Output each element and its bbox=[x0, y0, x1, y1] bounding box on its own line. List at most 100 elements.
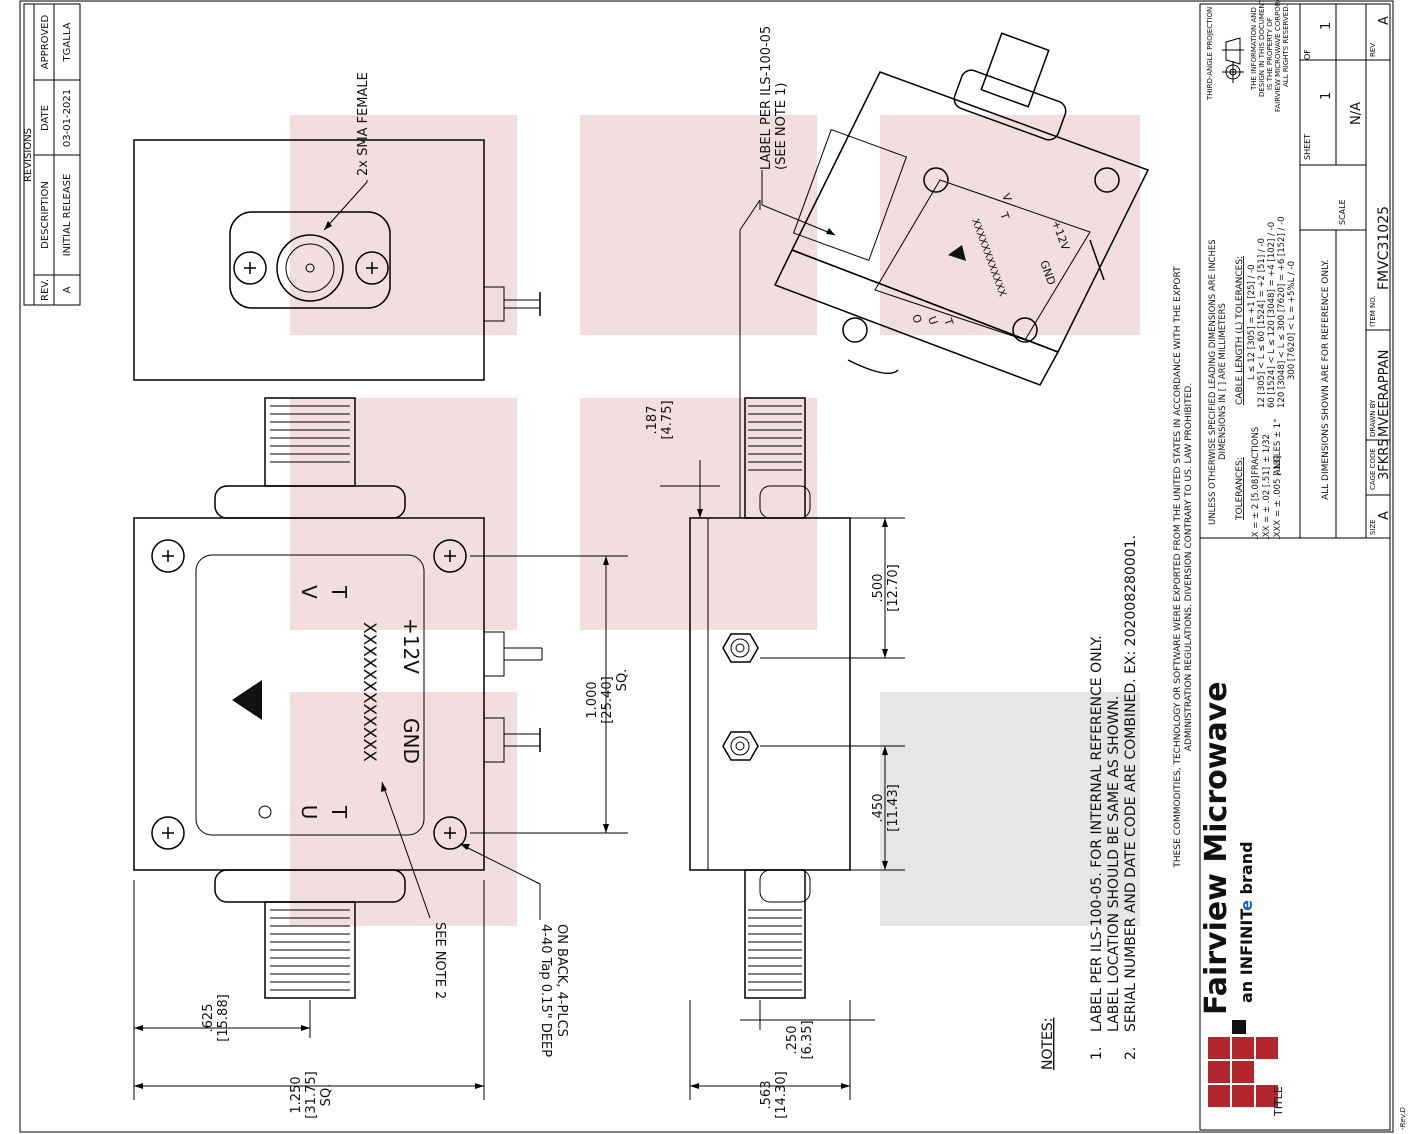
item-no-label: ITEM NO. bbox=[1369, 295, 1377, 327]
third-angle-projection-icon bbox=[1222, 37, 1244, 83]
sheet-label: SHEET bbox=[1303, 134, 1312, 160]
cable-line-1: L ≤ 12 [305] = +1 [25] / -0 bbox=[1247, 264, 1257, 380]
tap-callout-line2: ON BACK, 4-PLCS bbox=[554, 924, 569, 1037]
label-callout: LABEL PER ILS-100-05 (SEE NOTE 1) bbox=[759, 26, 836, 236]
tolerance-line-3: .XXX = ± .005 [.13] bbox=[1273, 456, 1283, 540]
dim-1000-sq: SQ. bbox=[615, 669, 630, 692]
screw-icon bbox=[151, 539, 185, 573]
note-1-num: 1. bbox=[1089, 1047, 1105, 1060]
revisions-title: REVISIONS bbox=[23, 128, 34, 182]
export-statement: THESE COMMODITIES, TECHNOLOGY OR SOFTWAR… bbox=[1173, 266, 1194, 869]
dim-187: .187 [4.75] bbox=[645, 400, 720, 518]
see-note2-text: SEE NOTE 2 bbox=[432, 922, 447, 999]
title-block: Fairview Microwave an INFINITe brand TIT… bbox=[1199, 0, 1407, 1131]
dim-250-in: .250 bbox=[785, 1026, 800, 1055]
property-line-3: IS THE PROPERTY OF bbox=[1266, 17, 1274, 90]
scale-value: N/A bbox=[1349, 102, 1364, 125]
item-no-value: FMVC31025 bbox=[1376, 206, 1392, 290]
iso-label-t2: T bbox=[941, 316, 956, 328]
dim-187-mm: [4.75] bbox=[660, 400, 675, 439]
drawing-format-rev: -Rev.D bbox=[1399, 1107, 1407, 1130]
rev-header-description: DESCRIPTION bbox=[40, 181, 51, 249]
dim-1000-in: 1.000 bbox=[585, 681, 600, 718]
property-line-5: ALL RIGHTS RESERVED. bbox=[1282, 4, 1290, 87]
rev-label: REV bbox=[1369, 43, 1377, 57]
highlight-bottom-left bbox=[290, 692, 517, 926]
size-label: SIZE bbox=[1369, 519, 1377, 535]
end-view bbox=[133, 139, 541, 381]
rev-cell-approved: TGALLA bbox=[62, 22, 73, 62]
notes-heading: NOTES: bbox=[1040, 1018, 1056, 1071]
flange-screw-icon bbox=[233, 251, 267, 285]
dim-1000: 1.000 [25.40] SQ. bbox=[470, 555, 630, 834]
cable-line-2: 12 [305] < L ≤ 60 [1524] = +2 [51] / -0 bbox=[1257, 238, 1267, 408]
tap-callout: 4-40 Tap 0.15" DEEP ON BACK, 4-PLCS bbox=[459, 843, 569, 1057]
size-value: A bbox=[1377, 511, 1392, 520]
iso-label-window bbox=[792, 128, 908, 262]
dim-625: .625 [15.88] bbox=[134, 994, 311, 1042]
dim-1250-mm: [31.75] bbox=[304, 1071, 319, 1118]
label-o bbox=[258, 805, 272, 819]
iso-label-area bbox=[874, 179, 1091, 341]
screw-icon bbox=[433, 816, 467, 850]
label-callout-line2: (SEE NOTE 1) bbox=[774, 83, 789, 170]
projection-label: THIRD-ANGLE PROJECTION bbox=[1206, 7, 1214, 101]
iso-screw-icon bbox=[923, 167, 949, 193]
sheet-number: 1 bbox=[1319, 92, 1334, 100]
sma-callout: 2x SMA FEMALE bbox=[323, 72, 371, 231]
dim-250-mm: [6.35] bbox=[800, 1020, 815, 1059]
property-line-1: THE INFORMATION AND bbox=[1250, 7, 1258, 91]
note-1-text: LABEL PER ILS-100-05. FOR INTERNAL REFER… bbox=[1089, 635, 1105, 1032]
unless-line-1: UNLESS OTHERWISE SPECIFIED LEADING DIMEN… bbox=[1208, 239, 1218, 525]
esd-warning-icon bbox=[232, 680, 262, 720]
hex-nut-icon bbox=[722, 633, 759, 663]
dim-1250-sq: SQ. bbox=[319, 1084, 334, 1107]
reference-only-note: ALL DIMENSIONS SHOWN ARE FOR REFERENCE O… bbox=[1321, 260, 1331, 500]
dim-563: .563 [14.30] bbox=[689, 1000, 851, 1119]
brand-subtitle: an INFINITe brand bbox=[1237, 841, 1256, 1003]
cage-value: 3FKR5 bbox=[1377, 438, 1392, 480]
dim-450: .450 [11.43] bbox=[760, 745, 905, 871]
of-number: 1 bbox=[1319, 22, 1334, 30]
highlight-top-left bbox=[290, 115, 517, 335]
iso-sma-flange bbox=[953, 69, 1067, 141]
sma-center-pin bbox=[305, 263, 315, 273]
dim-625-mm: [15.88] bbox=[216, 994, 231, 1041]
cable-line-3: 60 [1524] < L ≤ 120 [3048] = +4 [102] / … bbox=[1267, 222, 1277, 408]
iso-screw-icon bbox=[842, 317, 868, 343]
dim-500-mm: [12.70] bbox=[886, 564, 901, 611]
iso-sma-connector bbox=[980, 32, 1050, 108]
dim-563-mm: [14.30] bbox=[774, 1071, 789, 1118]
top-view: V T U T XXXXXXXXXXXX +12V GND bbox=[133, 397, 543, 999]
end-view-body bbox=[133, 139, 485, 381]
dim-450-in: .450 bbox=[871, 794, 886, 823]
tolerance-line-2: .XX = ± .02 [.51] bbox=[1262, 467, 1272, 540]
tolerance-heading: TOLERANCES: bbox=[1235, 457, 1245, 521]
brand-name: Fairview Microwave bbox=[1199, 681, 1234, 1015]
drawn-by-value: MVEERAPPAN bbox=[1377, 350, 1392, 437]
label-u: U bbox=[297, 805, 321, 820]
rev-cell-description: INITIAL RELEASE bbox=[62, 174, 73, 257]
feedthrough-nut bbox=[483, 286, 505, 322]
rev-header-date: DATE bbox=[40, 105, 51, 131]
label-v: V bbox=[297, 585, 321, 599]
drawn-by-label: DRAWN BY bbox=[1369, 399, 1377, 437]
iso-label-v: V bbox=[999, 192, 1014, 204]
dim-1250: 1.250 [31.75] SQ. bbox=[133, 880, 485, 1119]
cage-label: CAGE CODE bbox=[1369, 448, 1377, 490]
title-block-frame bbox=[1199, 3, 1391, 1131]
sma-connector-top bbox=[214, 397, 406, 519]
hex-nut-icon bbox=[722, 731, 759, 761]
dim-450-mm: [11.43] bbox=[886, 784, 901, 831]
highlight-regions bbox=[290, 115, 1140, 926]
label-gnd: GND bbox=[399, 718, 423, 764]
export-line-1: THESE COMMODITIES, TECHNOLOGY OR SOFTWAR… bbox=[1173, 266, 1183, 869]
label-callout-line1: LABEL PER ILS-100-05 bbox=[759, 26, 774, 170]
fractions-line-2: ± 1/32 bbox=[1262, 434, 1272, 463]
of-label: OF bbox=[1303, 49, 1312, 60]
note-2-text: SERIAL NUMBER AND DATE CODE ARE COMBINED… bbox=[1123, 535, 1139, 1032]
label-plus12v: +12V bbox=[399, 618, 423, 674]
scale-label: SCALE bbox=[1338, 199, 1347, 225]
sma-outer-ring bbox=[276, 234, 344, 302]
